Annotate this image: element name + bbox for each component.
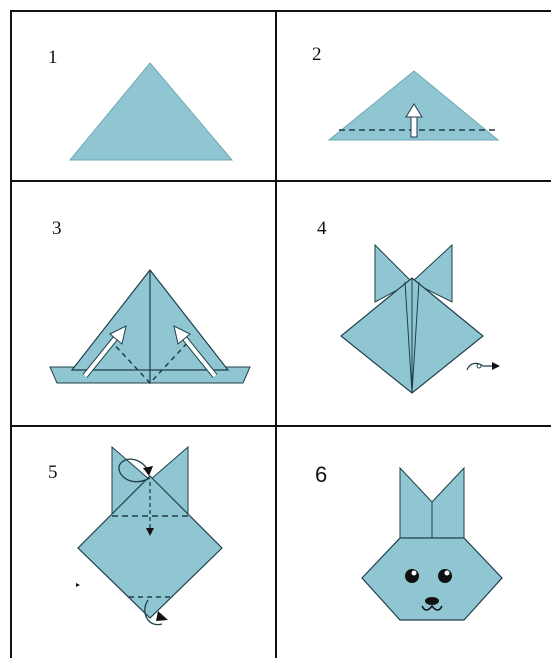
step-4-left-ear <box>374 243 413 303</box>
step-4-fold-edge-right <box>411 281 420 394</box>
step-6-face <box>361 537 503 621</box>
step-2-up-arrow <box>405 103 423 138</box>
grid-divider-vertical <box>275 10 277 658</box>
step-5-diamond <box>77 475 223 619</box>
step-1-triangle <box>68 62 234 161</box>
step-3-fold-guides <box>109 339 191 385</box>
step-4-number: 4 <box>317 218 327 239</box>
step-6-mouth <box>421 604 443 611</box>
step-6-right-eye <box>438 569 452 583</box>
step-5-top-curved-arrow <box>118 458 153 483</box>
step-5-number: 5 <box>48 462 58 483</box>
step-4-right-ear <box>411 243 453 303</box>
instruction-grid <box>10 10 551 658</box>
grid-divider-row-2 <box>10 425 551 427</box>
step-6-right-ear <box>431 466 465 539</box>
step-6-nose <box>425 597 439 605</box>
step-3-right-arrow <box>173 325 218 378</box>
step-5-small-marker <box>76 583 80 587</box>
step-4-fold-edge-left <box>404 281 413 394</box>
step-5-bottom-curved-arrow <box>144 599 168 626</box>
step-4-turn-over-arrow <box>466 362 500 371</box>
step-3-number: 3 <box>52 218 62 239</box>
step-1-number: 1 <box>48 47 58 68</box>
step-2-number: 2 <box>312 44 322 65</box>
step-6-left-eye <box>405 569 419 583</box>
step-6-number: 6 <box>315 462 328 487</box>
step-5-down-arrowhead <box>146 528 154 536</box>
step-6-left-ear <box>399 466 433 539</box>
step-3-left-arrow <box>82 325 127 378</box>
grid-divider-row-1 <box>10 180 551 182</box>
